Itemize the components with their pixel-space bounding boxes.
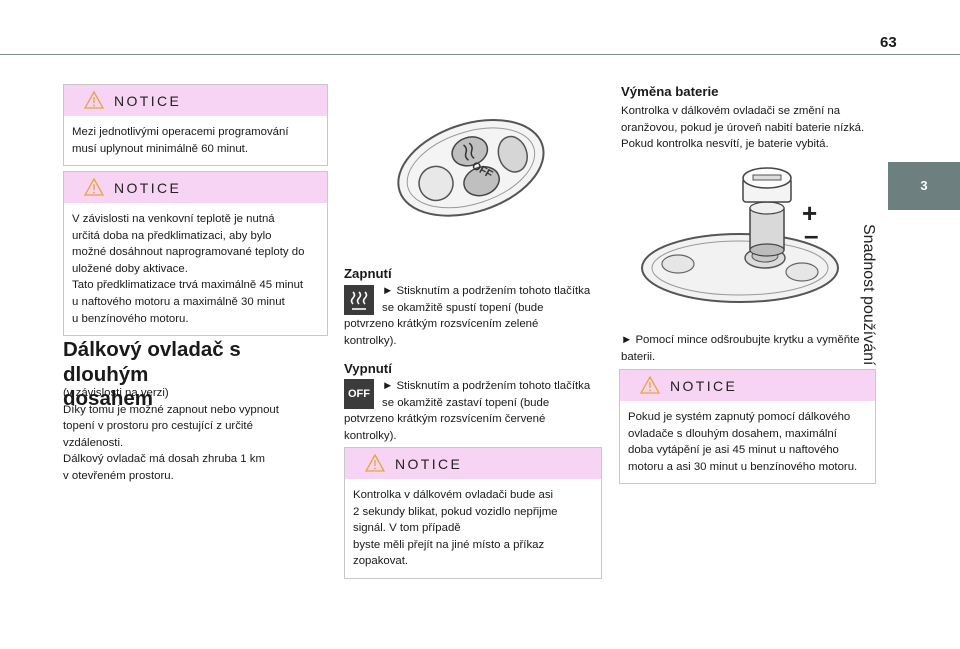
top-rule — [0, 54, 960, 55]
vypnuti-text: ► Stisknutím a podržením tohoto tlačítka… — [344, 378, 606, 444]
text-line: doba vytápění je asi 45 minut u naftovéh… — [628, 444, 839, 457]
text-line: oranžovou, pokud je úroveň nabití bateri… — [621, 121, 865, 134]
heater-off-icon: OFF — [344, 379, 374, 409]
text-line: v otevřeném prostoru. — [63, 469, 174, 482]
notice-body: Mezi jednotlivými operacemi programování… — [64, 116, 327, 165]
text-line: kontrolky). — [344, 429, 397, 442]
notice-header: NOTICE — [345, 448, 601, 479]
notice-preconditioning: NOTICE V závislosti na venkovní teplotě … — [63, 171, 328, 337]
chapter-number: 3 — [920, 178, 928, 193]
text-line: vzdálenosti. — [63, 436, 124, 449]
notice-header: NOTICE — [64, 172, 327, 203]
text-line: 2 sekundy blikat, pokud vozidlo nepřijme — [353, 505, 558, 518]
notice-body: Pokud je systém zapnutý pomocí dálkového… — [620, 401, 875, 483]
text-line: baterii. — [621, 350, 656, 363]
warning-icon — [84, 91, 104, 109]
text-line: Pokud je systém zapnutý pomocí dálkového — [628, 411, 851, 423]
off-icon-label: OFF — [348, 388, 370, 400]
text-line: ovladače s dlouhým dosahem, maximální — [628, 427, 837, 440]
text-line: Kontrolka v dálkovém ovladači bude asi — [353, 489, 554, 501]
heater-on-icon — [344, 285, 374, 315]
warning-icon — [84, 178, 104, 196]
notice-header: NOTICE — [620, 370, 875, 401]
text-line: Dálkový ovladač má dosah zhruba 1 km — [63, 453, 265, 466]
text-line: musí uplynout minimálně 60 minut. — [72, 142, 249, 155]
text-line: topení v prostoru pro cestující z určité — [63, 420, 253, 433]
notice-title: NOTICE — [670, 378, 738, 394]
title-line: dosahem — [63, 387, 153, 410]
text-line: Tato předklimatizace trvá maximálně 45 m… — [72, 279, 304, 292]
notice-body: Kontrolka v dálkovém ovladači bude asi 2… — [345, 479, 601, 578]
warning-icon — [365, 454, 385, 472]
text-line: u benzínového motoru. — [72, 312, 189, 325]
text-line: se okamžitě zastaví topení (bude — [382, 396, 550, 409]
text-line: (v závislosti na verzi) — [63, 387, 169, 399]
battery-plus-sign: + — [802, 198, 817, 228]
text-line: potvrzeno krátkým rozsvícením zelené — [344, 318, 539, 331]
text-line: ► Pomocí mince odšroubujte krytku a vymě… — [621, 334, 860, 346]
text-line: byste měli přejít na jiné místo a příkaz — [353, 538, 545, 551]
notice-title: NOTICE — [395, 456, 463, 472]
battery-text: Kontrolka v dálkovém ovladači se změní n… — [621, 103, 881, 153]
text-line: určitá doba na předklimatizaci, aby bylo — [72, 229, 272, 242]
battery-minus-sign: – — [804, 220, 818, 250]
text-line: u naftového motoru a maximálně 30 minut — [72, 295, 285, 308]
text-line: kontrolky). — [344, 334, 397, 347]
section-remote-text: (v závislosti na verzi) Díky tomu je mož… — [63, 385, 328, 485]
text-line: motoru a asi 30 minut u benzínového moto… — [628, 460, 858, 473]
section-title-remote: Dálkový ovladač s dlouhým dosahem — [63, 338, 328, 412]
title-line: Dálkový ovladač s dlouhým — [63, 338, 241, 386]
notice-signal: NOTICE Kontrolka v dálkovém ovladači bud… — [344, 447, 602, 579]
section-title-vypnuti: Vypnutí — [344, 361, 392, 376]
remote-control-illustration: OFF — [397, 119, 545, 217]
text-line: zopakovat. — [353, 555, 409, 568]
battery-instruction: ► Pomocí mince odšroubujte krytku a vymě… — [621, 332, 883, 365]
text-line: možné dosáhnout naprogramované teploty d… — [72, 246, 305, 259]
section-title-battery: Výměna baterie — [621, 84, 719, 99]
text-line: V závislosti na venkovní teplotě je nutn… — [72, 213, 275, 225]
text-line: Mezi jednotlivými operacemi programování — [72, 126, 289, 138]
text-line: se okamžitě spustí topení (bude — [382, 301, 544, 314]
text-line: Díky tomu je možné zapnout nebo vypnout — [63, 403, 279, 416]
page-number: 63 — [880, 34, 897, 51]
notice-title: NOTICE — [114, 180, 182, 196]
text-line: Kontrolka v dálkovém ovladači se změní n… — [621, 105, 841, 117]
text-line: potvrzeno krátkým rozsvícením červené — [344, 413, 546, 426]
battery-replacement-illustration: + – — [641, 167, 839, 303]
text-line: ► Stisknutím a podržením tohoto tlačítka — [382, 380, 591, 392]
notice-title: NOTICE — [114, 93, 182, 109]
notice-heating-duration: NOTICE Pokud je systém zapnutý pomocí dá… — [619, 369, 876, 485]
text-line: uložené doby aktivace. — [72, 262, 188, 275]
text-line: signál. V tom případě — [353, 522, 461, 535]
text-line: ► Stisknutím a podržením tohoto tlačítka — [382, 285, 591, 297]
zapnuti-text: ► Stisknutím a podržením tohoto tlačítka… — [344, 283, 606, 349]
section-title-zapnuti: Zapnutí — [344, 266, 392, 281]
notice-body: V závislosti na venkovní teplotě je nutn… — [64, 203, 327, 335]
warning-icon — [640, 376, 660, 394]
notice-programming-interval: NOTICE Mezi jednotlivými operacemi progr… — [63, 84, 328, 167]
notice-header: NOTICE — [64, 85, 327, 116]
chapter-tab[interactable]: 3 — [888, 162, 960, 210]
text-line: Pokud kontrolka nesvítí, je baterie vybi… — [621, 138, 829, 151]
